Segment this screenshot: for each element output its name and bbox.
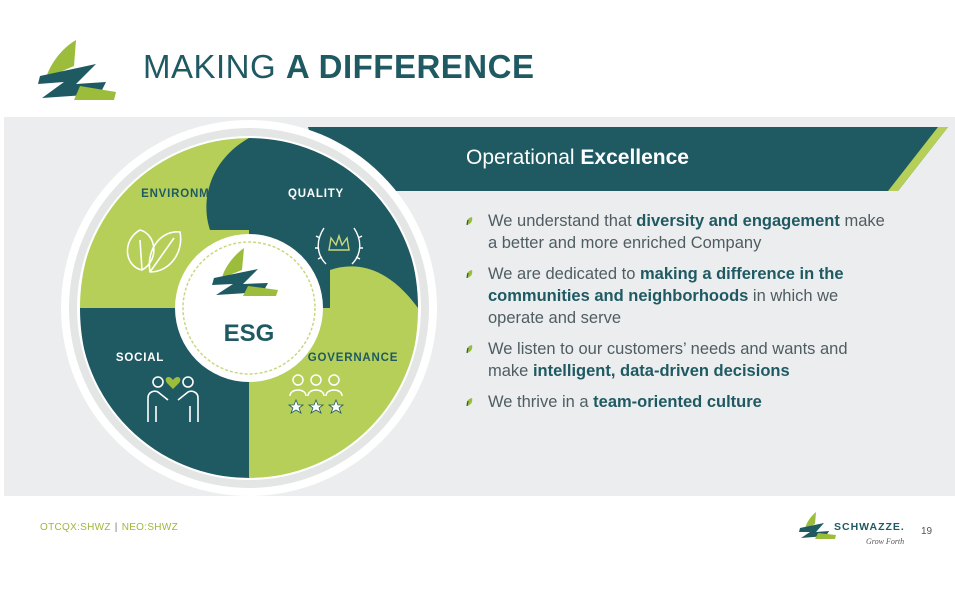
bullet-item: We thrive in a team-oriented culture bbox=[466, 391, 886, 413]
social-label: SOCIAL bbox=[116, 352, 164, 364]
brand-tagline: Grow Forth bbox=[866, 537, 904, 546]
bullet-text: We listen to our customers’ needs and wa… bbox=[488, 340, 848, 380]
people-heart-icon bbox=[147, 376, 199, 422]
ticker-neo: NEO:SHWZ bbox=[121, 522, 178, 533]
page-title: MAKING A DIFFERENCE bbox=[143, 48, 534, 86]
bullet-text: We understand that bbox=[488, 212, 637, 230]
bullet-item: We understand that diversity and engagem… bbox=[466, 210, 886, 254]
leaf-bullet-icon bbox=[466, 398, 473, 406]
banner-heading: Operational Excellence bbox=[466, 146, 689, 170]
bullet-list: We understand that diversity and engagem… bbox=[466, 210, 886, 422]
brand-name: SCHWAZZE. bbox=[834, 521, 905, 533]
bullet-bold: team-oriented culture bbox=[593, 393, 762, 411]
leaf-bullet-icon bbox=[466, 270, 473, 278]
banner-shape bbox=[308, 127, 948, 191]
title-light: MAKING bbox=[143, 48, 286, 85]
center-logo-icon bbox=[212, 248, 278, 296]
bullet-text: make a better and more enriched Company bbox=[488, 212, 885, 252]
ticker-otcqx: OTCQX:SHWZ bbox=[40, 522, 111, 533]
esg-wheel: ENVIRONMENT QUALITY SOCIAL GOVERNANCE ES… bbox=[61, 120, 437, 496]
ticker-separator: | bbox=[114, 522, 118, 533]
bullet-item: We are dedicated to making a difference … bbox=[466, 263, 886, 329]
schwazze-logo-icon bbox=[799, 512, 836, 539]
leaf-bullet-icon bbox=[466, 345, 473, 353]
bullet-text: in which we operate and serve bbox=[488, 287, 839, 327]
schwazze-footer-logo: SCHWAZZE. Grow Forth bbox=[799, 512, 905, 546]
leaf-bullet-icon bbox=[466, 217, 473, 225]
page-number: 19 bbox=[921, 526, 933, 537]
banner-text-light: Operational bbox=[466, 146, 581, 169]
banner-text-bold: Excellence bbox=[580, 146, 689, 169]
bullet-bold: intelligent, data-driven decisions bbox=[532, 362, 790, 380]
title-bold: A DIFFERENCE bbox=[285, 48, 535, 85]
bullet-text: We are dedicated to bbox=[488, 265, 640, 283]
people-stars-icon bbox=[287, 374, 345, 414]
bullet-text: We thrive in a bbox=[488, 393, 594, 411]
bullet-bold: making a difference in the communities a… bbox=[488, 265, 844, 305]
esg-center-label: ESG bbox=[224, 320, 275, 347]
schwazze-logo-icon bbox=[38, 40, 116, 100]
ticker-footer: OTCQX:SHWZ|NEO:SHWZ bbox=[40, 522, 178, 533]
environment-label: ENVIRONMENT bbox=[141, 188, 235, 200]
crown-laurel-icon bbox=[315, 227, 363, 265]
quality-label: QUALITY bbox=[288, 188, 344, 200]
bullet-item: We listen to our customers’ needs and wa… bbox=[466, 338, 886, 382]
bullet-bold: diversity and engagement bbox=[636, 212, 840, 230]
leaves-icon bbox=[126, 229, 182, 273]
governance-label: GOVERNANCE bbox=[308, 352, 398, 364]
